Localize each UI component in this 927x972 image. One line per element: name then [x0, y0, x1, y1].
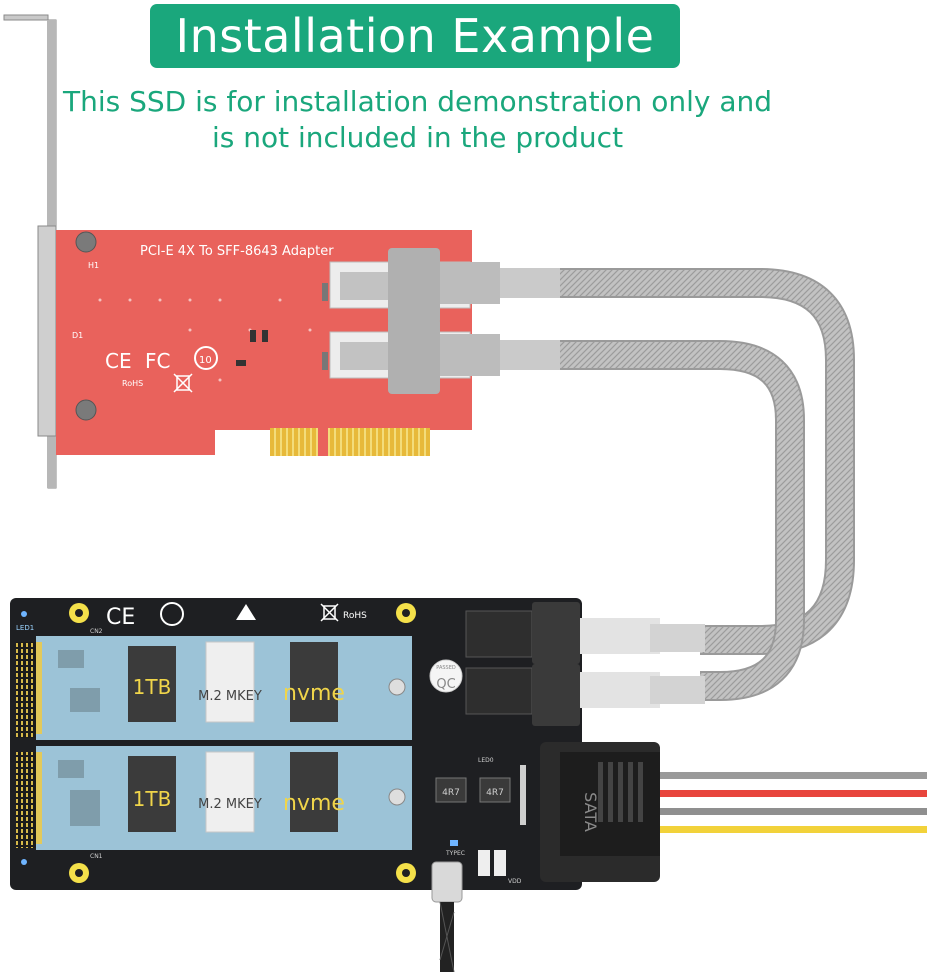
qc-passed-sticker	[429, 659, 463, 693]
carrier-sff-connectors	[465, 602, 705, 726]
carrier-electronics: QC PASSED 4R7 4R7 LED0 TYPEC VDD	[429, 659, 526, 885]
rohs-mark: RoHS	[122, 379, 143, 388]
ssd-top-key: M.2 MKEY	[198, 689, 262, 704]
usb-type-c-cable	[431, 861, 463, 972]
svg-text:PASSED: PASSED	[436, 665, 456, 671]
svg-text:LED1: LED1	[16, 624, 34, 632]
ssd-bottom-key: M.2 MKEY	[198, 797, 262, 812]
svg-text:LED0: LED0	[478, 757, 494, 764]
ssd-top-protocol: nvme	[283, 681, 345, 706]
recycle-bin-icon	[320, 603, 339, 622]
svg-text:4R7: 4R7	[442, 788, 460, 798]
pcie-adapter-card: PCI-E 4X To SFF-8643 Adapter H1 D1 CE FC…	[56, 230, 472, 456]
ssd-top: 1TB M.2 MKEY nvme	[36, 636, 412, 740]
pcie-gold-fingers	[270, 428, 430, 456]
fcc-mark-icon	[160, 602, 184, 626]
title-banner: Installation Example	[150, 4, 680, 68]
sata-label: SATA	[581, 792, 600, 832]
ten-year-icon	[194, 346, 218, 370]
carrier-ce-mark: CE	[106, 605, 135, 630]
ce-mark-icon: CE	[105, 349, 132, 373]
disclaimer-note: This SSD is for installation demonstrati…	[0, 84, 835, 156]
disclaimer-line-1: This SSD is for installation demonstrati…	[62, 85, 773, 118]
esd-warning-icon	[236, 604, 256, 620]
adapter-sff-connectors	[322, 248, 560, 394]
sata-power-connector: SATA	[540, 742, 660, 882]
svg-text:RoHS: RoHS	[343, 611, 367, 621]
svg-text:H1: H1	[88, 261, 99, 270]
screw-icon	[75, 399, 97, 421]
ssd-bottom-protocol: nvme	[283, 791, 345, 816]
sata-power-wires	[655, 772, 927, 833]
svg-text:CN1: CN1	[90, 853, 103, 860]
svg-text:VDD: VDD	[508, 878, 522, 885]
svg-text:10: 10	[199, 355, 212, 366]
sff-8643-cables	[560, 268, 855, 701]
svg-text:D1: D1	[72, 331, 83, 340]
fcc-mark-icon: FC	[145, 349, 170, 373]
banner-title: Installation Example	[175, 9, 655, 63]
ssd-top-capacity: 1TB	[133, 675, 172, 699]
pcie-bracket	[3, 14, 57, 489]
svg-text:CN2: CN2	[90, 628, 103, 635]
svg-text:TYPEC: TYPEC	[445, 850, 465, 857]
svg-text:4R7: 4R7	[486, 788, 504, 798]
screw-icon	[75, 231, 97, 253]
ssd-bottom: 1TB M.2 MKEY nvme	[36, 746, 412, 850]
adapter-label: PCI-E 4X To SFF-8643 Adapter	[140, 244, 334, 259]
recycle-bin-icon	[173, 373, 193, 393]
disclaimer-line-2: is not included in the product	[211, 121, 624, 154]
svg-text:QC: QC	[436, 677, 455, 692]
ssd-bottom-capacity: 1TB	[133, 787, 172, 811]
